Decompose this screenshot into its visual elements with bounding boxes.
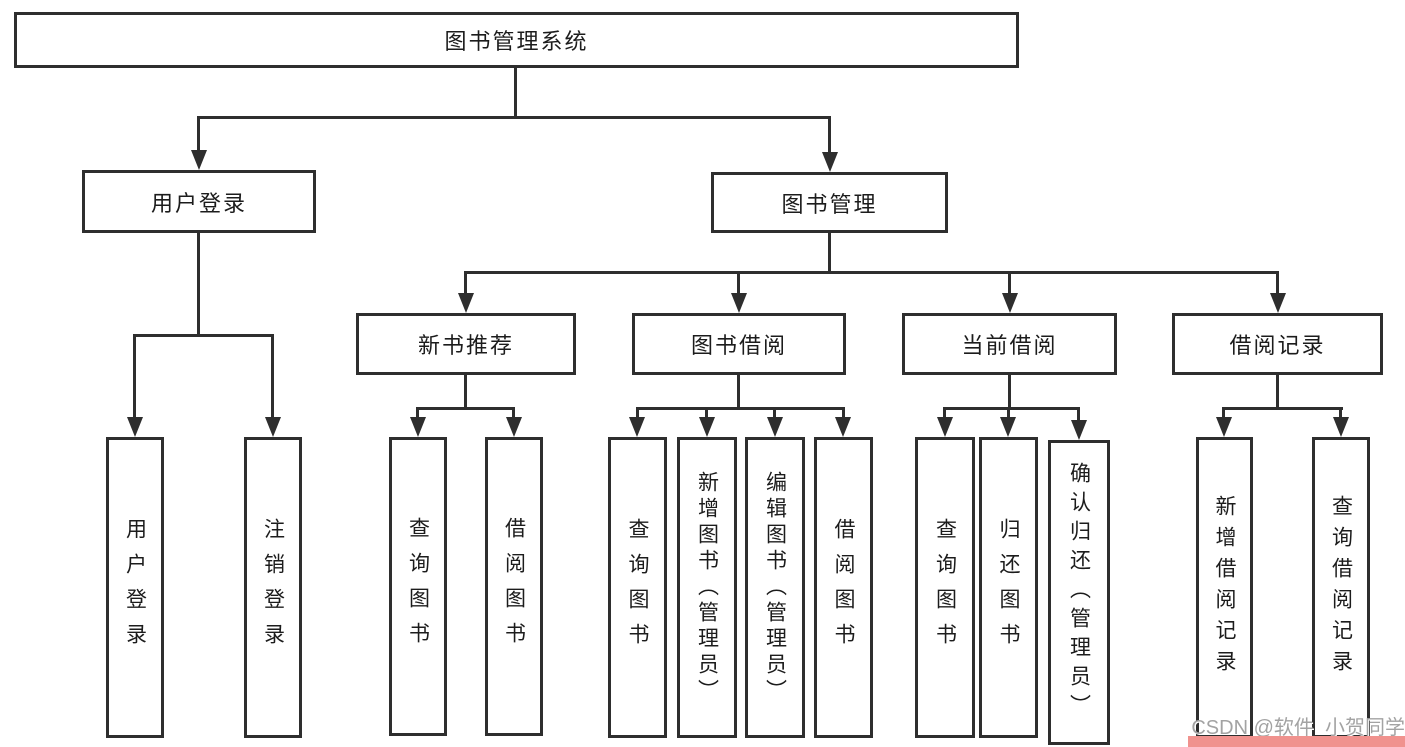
connector-line [416,407,515,410]
connector-line [133,334,136,419]
connector-line [943,407,946,420]
leaf-add-borrow-record: 新增借阅记录 [1196,437,1253,738]
leaf-logout: 注销登录 [244,437,302,738]
connector-line [512,407,515,420]
leaf-query-borrow-record: 查询借阅记录 [1312,437,1370,738]
arrowhead-down [629,417,645,437]
connector-line [271,334,274,419]
leaf-label: 查询图书 [933,517,957,658]
leaf-query-books-3: 查询图书 [915,437,975,738]
leaf-edit-books-admin: 编辑图书（管理员） [745,437,805,738]
arrowhead-down [835,417,851,437]
leaf-label: 归还图书 [997,517,1020,658]
leaf-label: 查询图书 [406,516,430,657]
arrowhead-down [767,417,783,437]
arrowhead-down [506,417,522,437]
arrowhead-down [191,150,207,170]
leaf-label: 查询借阅记录 [1329,494,1353,681]
node-user-login: 用户登录 [82,170,316,233]
connector-line [464,271,1279,274]
leaf-query-books-2: 查询图书 [608,437,667,738]
leaf-label: 新增借阅记录 [1213,494,1236,681]
arrowhead-down [127,417,143,437]
arrowhead-down [1000,417,1016,437]
node-book-borrowing: 图书借阅 [632,313,846,375]
connector-line [636,407,845,410]
connector-line [1007,407,1010,420]
connector-line [464,271,467,295]
leaf-label: 借阅图书 [832,517,855,658]
connector-line [197,116,200,152]
leaf-label: 编辑图书（管理员） [763,470,787,705]
leaf-borrow-books-2: 借阅图书 [814,437,873,738]
arrowhead-down [937,417,953,437]
connector-line [828,116,831,154]
connector-line [842,407,845,420]
leaf-label: 查询图书 [626,517,649,658]
leaf-add-books-admin: 新增图书（管理员） [677,437,737,738]
connector-line [1077,407,1080,422]
arrowhead-down [731,293,747,313]
arrowhead-down [265,417,281,437]
node-root-book-management-system: 图书管理系统 [14,12,1019,68]
connector-line [1008,271,1011,295]
leaf-return-books: 归还图书 [979,437,1038,738]
connector-line [773,407,776,420]
connector-line [828,233,831,274]
connector-line [133,334,274,337]
leaf-label: 注销登录 [261,517,285,658]
node-borrowing-records: 借阅记录 [1172,313,1383,375]
leaf-label: 确认归还（管理员） [1067,462,1091,723]
leaf-query-books-1: 查询图书 [389,437,447,736]
connector-line [1008,375,1011,410]
leaf-label: 新增图书（管理员） [695,470,719,705]
connector-line [416,407,419,420]
connector-line [737,271,740,295]
leaf-confirm-return-admin: 确认归还（管理员） [1048,440,1110,745]
connector-line [705,407,708,420]
csdn-watermark: CSDN @软件_小贺同学 [1191,717,1405,739]
connector-line [197,233,200,336]
leaf-user-login: 用户登录 [106,437,164,738]
node-new-book-recommend: 新书推荐 [356,313,576,375]
leaf-label: 用户登录 [123,517,147,658]
connector-line [943,407,1080,410]
watermark-accent-strip [1188,736,1405,747]
leaf-label: 借阅图书 [502,516,526,657]
node-current-borrowing: 当前借阅 [902,313,1117,375]
arrowhead-down [699,417,715,437]
connector-line [464,375,467,410]
arrowhead-down [1333,417,1349,437]
node-book-management: 图书管理 [711,172,948,233]
connector-line [636,407,639,420]
connector-line [1222,407,1225,420]
arrowhead-down [1216,417,1232,437]
arrowhead-down [1270,293,1286,313]
arrowhead-down [1002,293,1018,313]
connector-line [514,68,517,118]
connector-line [1222,407,1343,410]
arrowhead-down [1071,420,1087,440]
leaf-borrow-books-1: 借阅图书 [485,437,543,736]
connector-line [737,375,740,410]
arrowhead-down [410,417,426,437]
arrowhead-down [458,293,474,313]
connector-line [1276,375,1279,410]
connector-line [1276,271,1279,295]
connector-line [197,116,831,119]
connector-line [1339,407,1342,420]
arrowhead-down [822,152,838,172]
